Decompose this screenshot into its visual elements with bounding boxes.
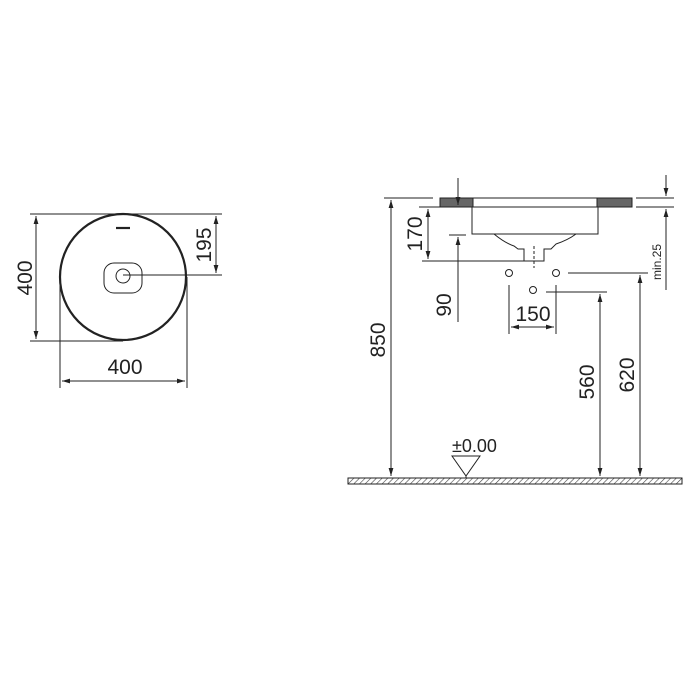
basin-outline [58,212,188,342]
tap-spacing-label: 150 [515,303,550,326]
height-label: 400 [14,260,37,295]
drain-to-outlet-label: 90 [433,293,456,316]
width-label: 400 [107,356,142,379]
floor [347,477,683,485]
outlet-lower [529,286,537,294]
upper-outlet-label: 620 [616,357,639,392]
drain-offset-label: 195 [193,227,216,262]
basin-body [471,207,599,262]
drain-hole [115,268,131,284]
basin-rim [472,197,598,208]
side-view: 850 170 90 150 560 620 min.25 ±0.00 [347,175,683,485]
drain-plate [103,262,143,294]
lower-outlet-label: 560 [576,364,599,399]
outlet-left [505,269,513,277]
basin-depth-label: 170 [404,216,427,251]
top-view: 400 195 400 [14,212,222,388]
floor-level-label: ±0.00 [452,436,497,456]
floor-level-marker-icon [451,455,481,478]
total-height-label: 850 [367,322,390,357]
min-clearance-label: min.25 [650,244,664,280]
countertop-left [439,197,474,208]
countertop-right [596,197,633,208]
outlet-right [552,269,560,277]
